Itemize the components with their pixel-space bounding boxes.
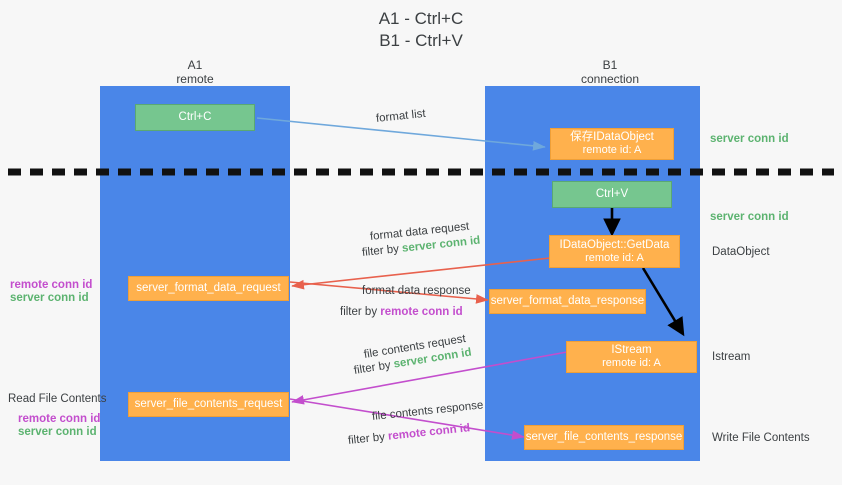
annotation-file-contents-response-filter: filter by remote conn id xyxy=(347,421,470,448)
page-title: A1 - Ctrl+C B1 - Ctrl+V xyxy=(0,8,842,52)
annotation-format-data-response-text: format data response xyxy=(362,285,471,297)
node-server-file-contents-response[interactable]: server_file_contents_response xyxy=(524,425,684,450)
node-server-format-data-response-label: server_format_data_response xyxy=(490,295,645,307)
label-right-write-file-contents: Write File Contents xyxy=(712,432,810,444)
label-right-server-conn-id-1: server conn id xyxy=(710,133,789,145)
filter-key-remote-conn-id: remote conn id xyxy=(380,306,463,318)
node-istream-line1: IStream xyxy=(611,344,652,356)
label-left-remote-conn-id-2: remote conn id xyxy=(18,413,101,425)
node-save-dataobject[interactable]: 保存IDataObject remote id: A xyxy=(550,128,674,160)
column-header-a1: A1 remote xyxy=(135,58,255,86)
filter-prefix: filter by xyxy=(361,242,403,259)
annotation-file-contents-response: file contents response xyxy=(371,398,484,424)
node-server-file-contents-response-label: server_file_contents_response xyxy=(525,431,683,443)
filter-prefix: filter by xyxy=(353,358,395,377)
annotation-format-data-response: format data response xyxy=(362,284,471,298)
title-line-2: B1 - Ctrl+V xyxy=(379,31,463,50)
filter-key-remote-conn-id: remote conn id xyxy=(387,422,471,443)
node-ctrl-c[interactable]: Ctrl+C xyxy=(135,104,255,131)
node-ctrl-v-label: Ctrl+V xyxy=(595,188,629,200)
column-header-b1: B1 connection xyxy=(550,58,670,86)
column-b1-name: B1 xyxy=(602,58,618,72)
node-server-format-data-request-label: server_format_data_request xyxy=(136,282,281,294)
node-server-format-data-response[interactable]: server_format_data_response xyxy=(489,289,646,314)
node-istream[interactable]: IStream remote id: A xyxy=(566,341,697,373)
label-right-istream: Istream xyxy=(712,351,751,363)
title-line-1: A1 - Ctrl+C xyxy=(378,9,464,28)
column-b1-subtitle: connection xyxy=(580,72,640,86)
annotation-format-data-response-filter: filter by remote conn id xyxy=(340,305,463,319)
node-getdata-line2: remote id: A xyxy=(585,251,644,264)
node-save-dataobject-line1: 保存IDataObject xyxy=(570,131,654,143)
node-istream-line2: remote id: A xyxy=(602,357,661,369)
node-ctrl-v[interactable]: Ctrl+V xyxy=(552,181,672,208)
filter-prefix: filter by xyxy=(340,306,381,318)
column-a1-subtitle: remote xyxy=(176,72,214,86)
annotation-format-list: format list xyxy=(375,107,426,126)
node-getdata-line1: IDataObject::GetData xyxy=(559,238,670,251)
node-server-file-contents-request[interactable]: server_file_contents_request xyxy=(128,392,289,417)
annotation-file-contents-response-text: file contents response xyxy=(371,399,484,423)
label-right-server-conn-id-2: server conn id xyxy=(710,211,789,223)
node-getdata[interactable]: IDataObject::GetData remote id: A xyxy=(549,235,680,268)
label-left-server-conn-id-1: server conn id xyxy=(10,292,89,304)
node-save-dataobject-line2: remote id: A xyxy=(582,144,642,156)
node-ctrl-c-label: Ctrl+C xyxy=(178,111,212,123)
annotation-format-list-text: format list xyxy=(375,107,427,125)
column-a1-name: A1 xyxy=(187,58,203,72)
label-left-remote-conn-id-1: remote conn id xyxy=(10,279,93,291)
node-server-file-contents-request-label: server_file_contents_request xyxy=(134,398,283,410)
label-left-read-file-contents: Read File Contents xyxy=(8,393,107,405)
filter-prefix: filter by xyxy=(347,430,389,447)
label-right-dataobject: DataObject xyxy=(712,246,770,258)
label-left-server-conn-id-2: server conn id xyxy=(18,426,97,438)
node-server-format-data-request[interactable]: server_format_data_request xyxy=(128,276,289,301)
